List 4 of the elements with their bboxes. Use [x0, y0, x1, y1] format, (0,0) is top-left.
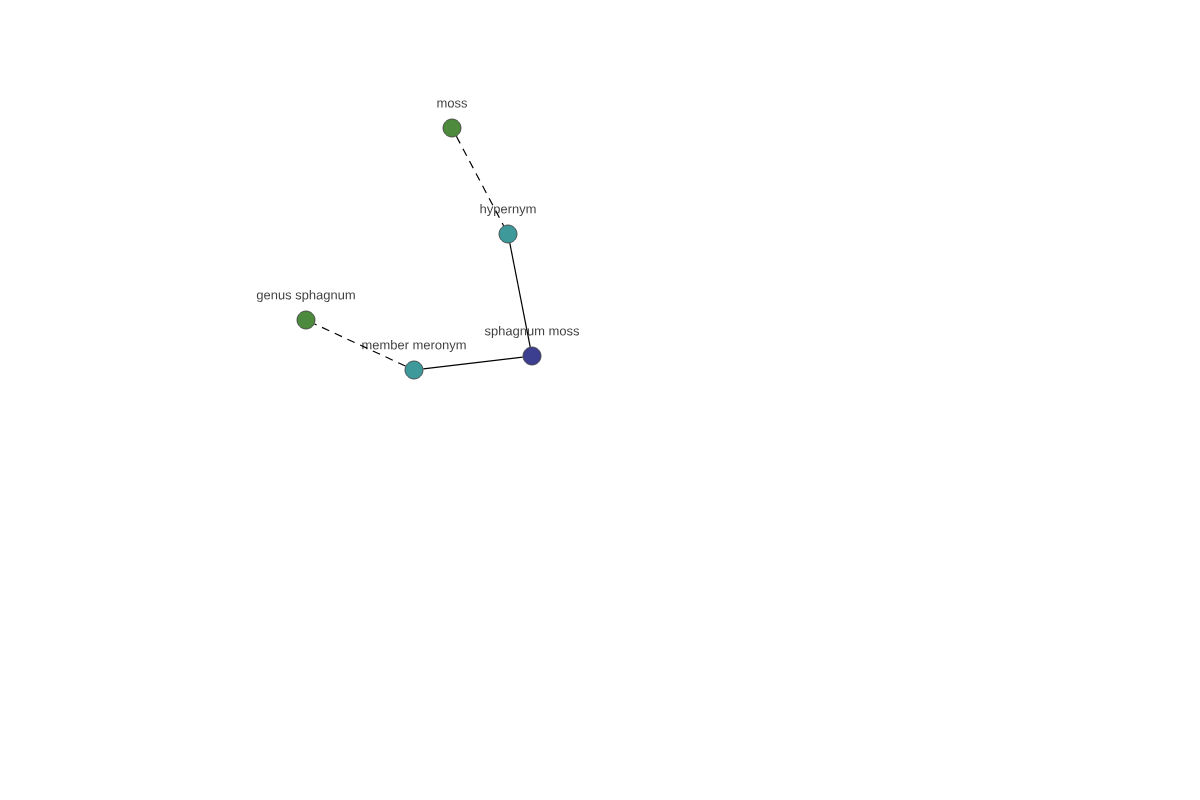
connector-line	[455, 135, 505, 227]
connector-line	[313, 323, 407, 367]
connector-line	[509, 242, 531, 348]
connector-line	[422, 356, 524, 370]
